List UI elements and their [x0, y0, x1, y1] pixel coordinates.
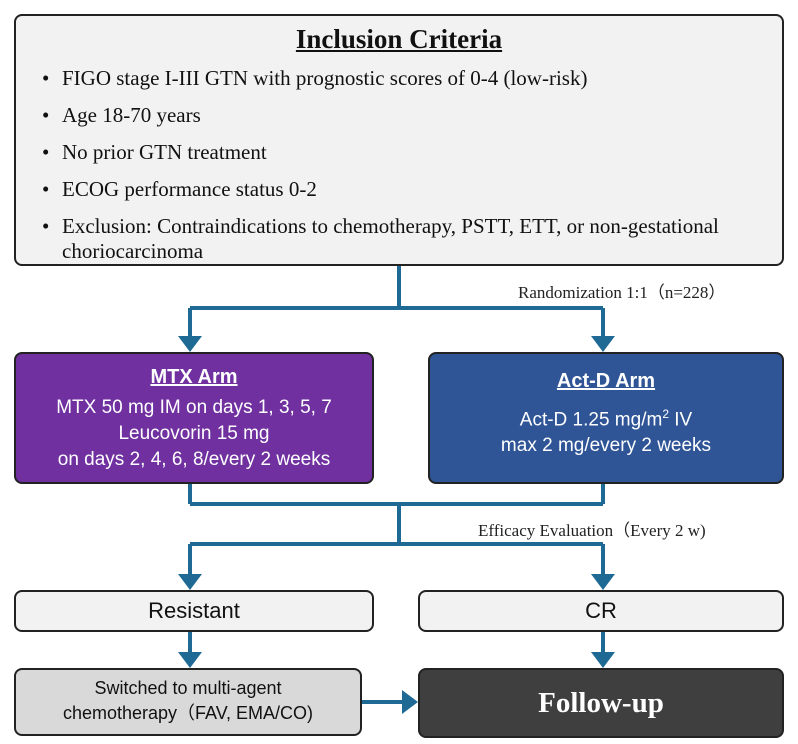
- randomization-label: Randomization 1:1（n=228）: [518, 283, 726, 302]
- mtx-arm-line: Leucovorin 15 mg: [118, 423, 270, 444]
- switch-therapy-box: Switched to multi-agent chemotherapy（FAV…: [14, 668, 362, 736]
- exclusion-item: Exclusion: Contraindications to chemothe…: [40, 214, 762, 264]
- actd-arm-title: Act-D Arm: [556, 370, 656, 392]
- mtx-arm-line: on days 2, 4, 6, 8/every 2 weeks: [57, 449, 331, 470]
- arrowhead-switch: [178, 652, 202, 668]
- arrowhead-followup: [591, 652, 615, 668]
- actd-arm-max: max 2 mg/every 2 weeks: [500, 435, 712, 457]
- efficacy-label: Efficacy Evaluation（Every 2 w): [478, 521, 706, 540]
- mtx-arm-line: MTX 50 mg IM on days 1, 3, 5, 7: [56, 397, 332, 418]
- inclusion-item: Age 18-70 years: [40, 103, 762, 128]
- arrowhead-switch-followup: [402, 690, 418, 714]
- switch-line: chemotherapy（FAV, EMA/CO): [62, 703, 314, 723]
- mtx-arm-title: MTX Arm: [150, 366, 238, 388]
- inclusion-item: No prior GTN treatment: [40, 140, 762, 165]
- inclusion-list: FIGO stage I-III GTN with prognostic sco…: [40, 66, 762, 264]
- inclusion-title: Inclusion Criteria: [295, 24, 503, 54]
- arrowhead-resistant: [178, 574, 202, 590]
- mtx-arm-box: MTX Arm MTX 50 mg IM on days 1, 3, 5, 7 …: [14, 352, 374, 484]
- arrowhead-mtx: [178, 336, 202, 352]
- actd-arm-box: Act-D Arm Act-D 1.25 mg/m2 IV max 2 mg/e…: [428, 352, 784, 484]
- switch-line: Switched to multi-agent: [94, 678, 282, 698]
- inclusion-item: FIGO stage I-III GTN with prognostic sco…: [40, 66, 762, 91]
- inclusion-criteria-box: Inclusion Criteria FIGO stage I-III GTN …: [14, 14, 784, 266]
- actd-arm-dose: Act-D 1.25 mg/m2 IV: [519, 407, 693, 431]
- inclusion-item: ECOG performance status 0-2: [40, 177, 762, 202]
- resistant-box: Resistant: [14, 590, 374, 632]
- arrowhead-actd: [591, 336, 615, 352]
- cr-box: CR: [418, 590, 784, 632]
- arrowhead-cr: [591, 574, 615, 590]
- followup-box: Follow-up: [418, 668, 784, 738]
